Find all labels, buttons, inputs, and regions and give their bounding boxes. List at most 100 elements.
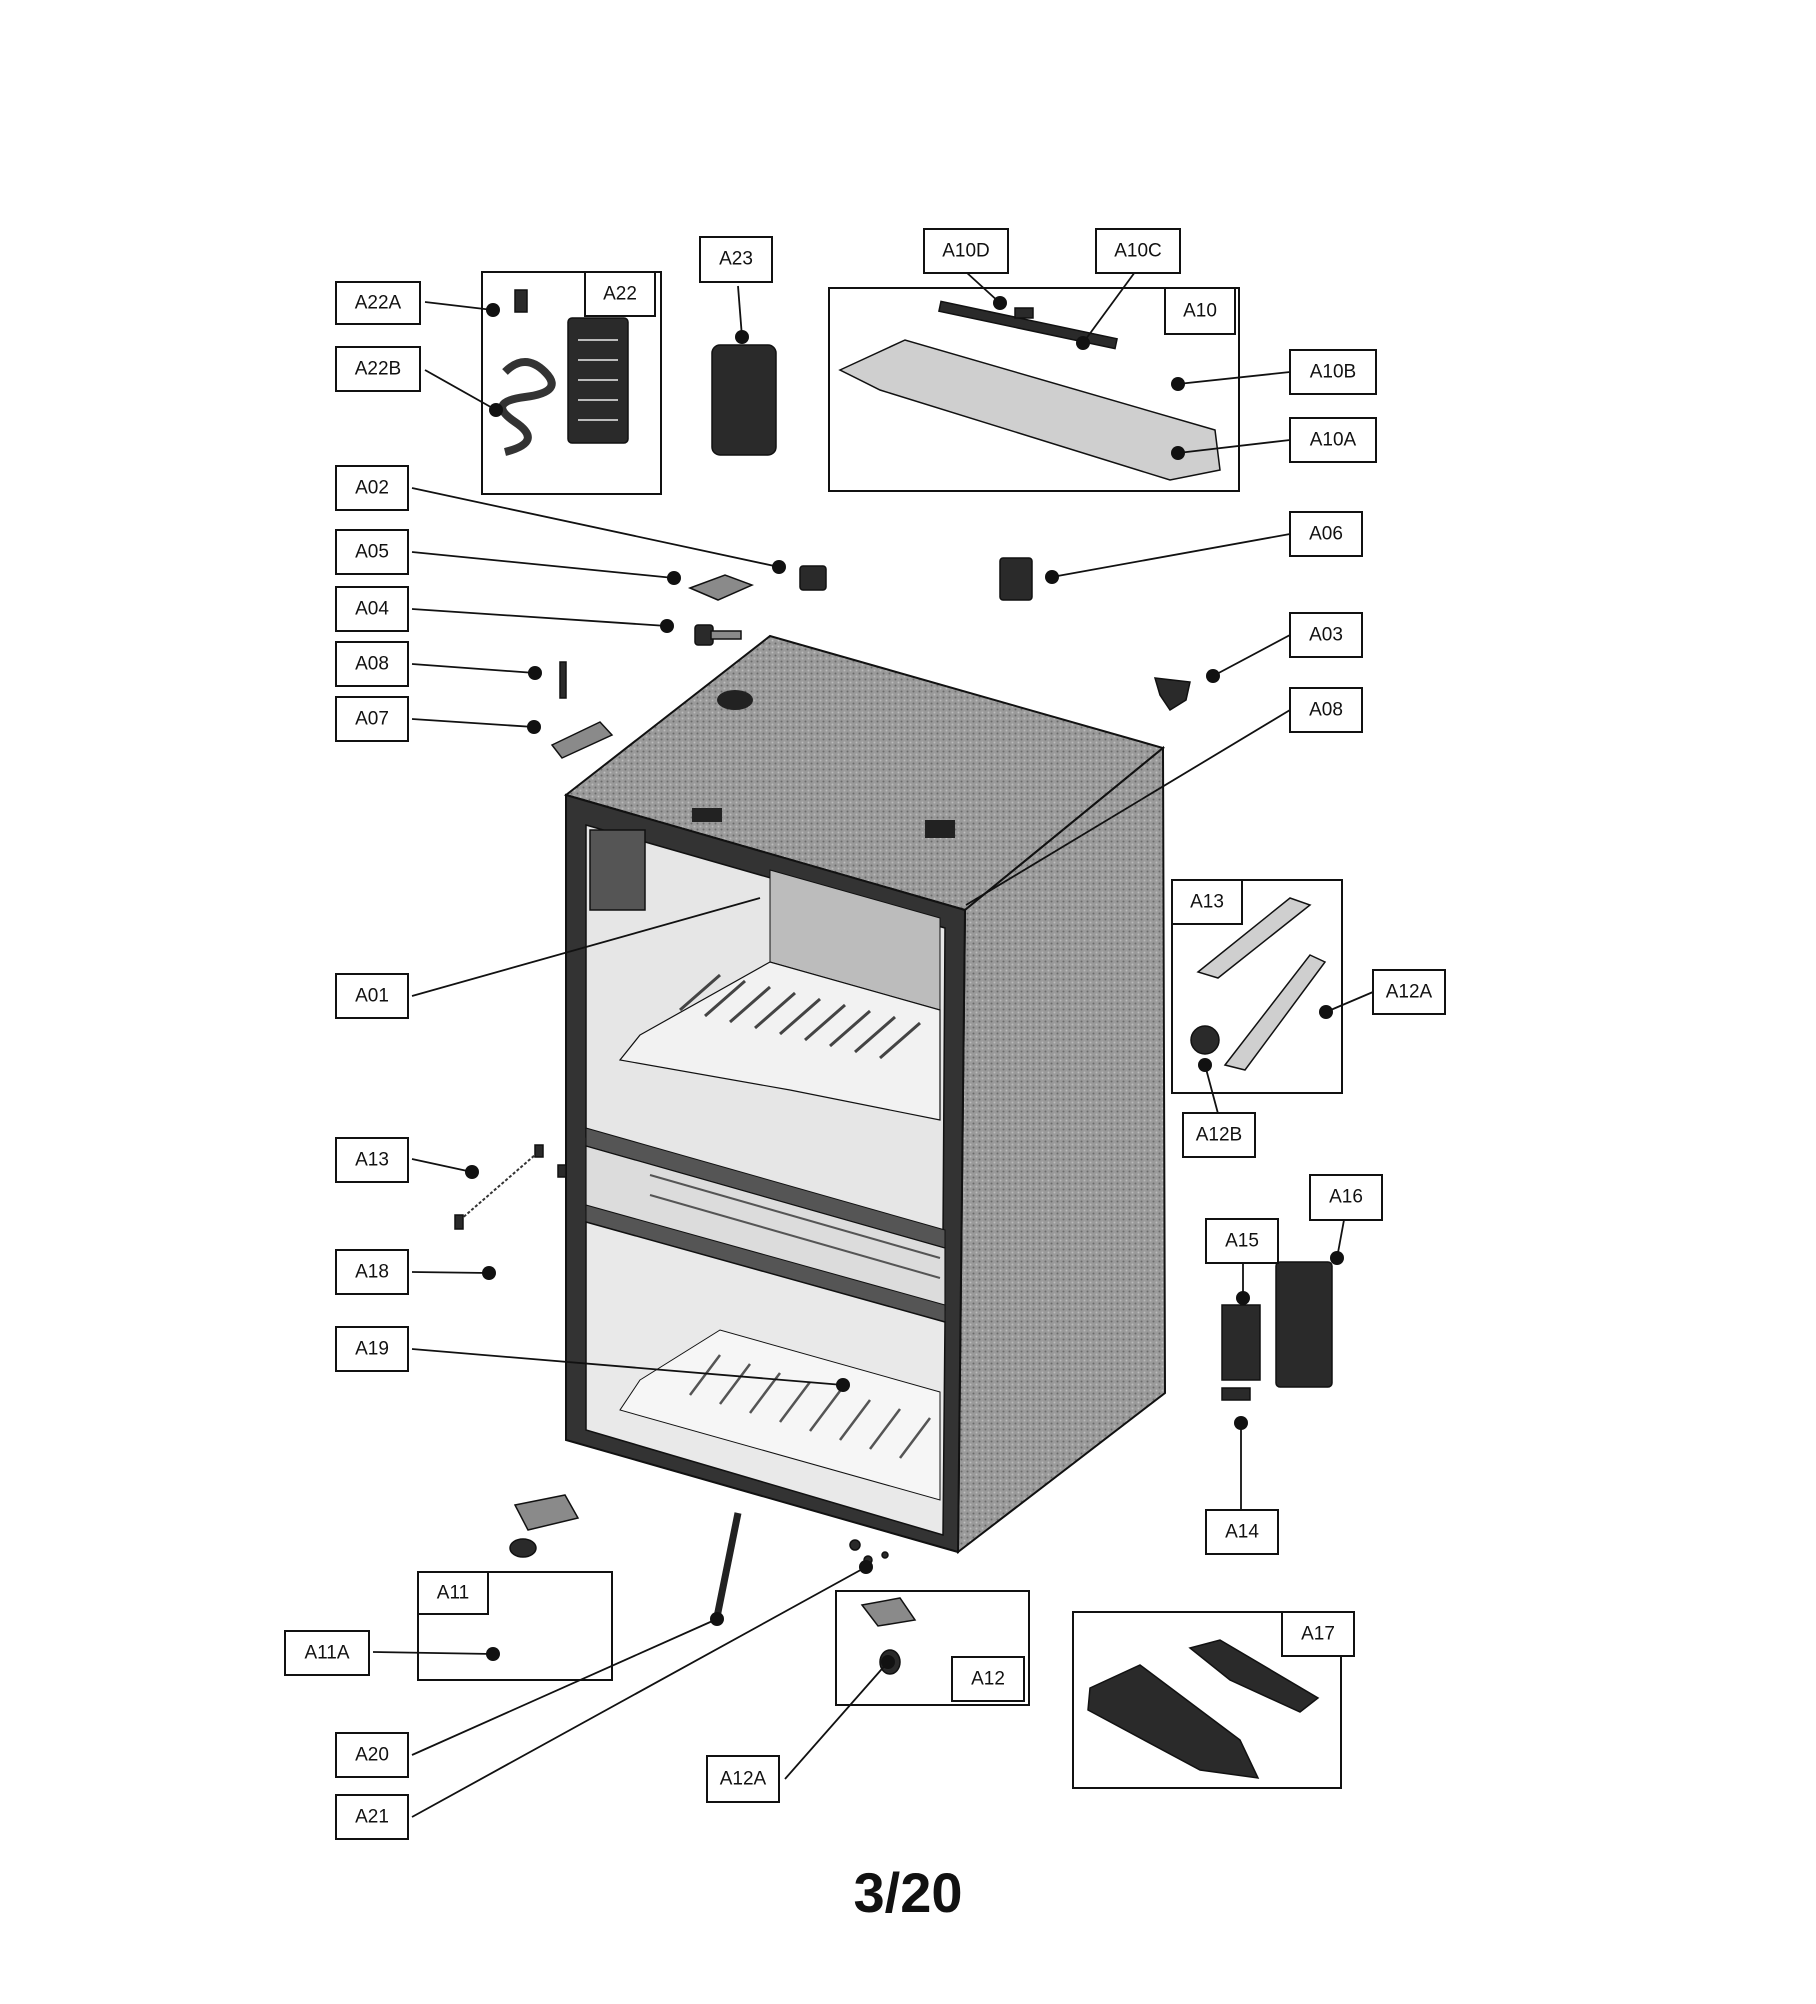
label-a18-text: A18: [355, 1262, 389, 1283]
page-number: 3/20: [853, 1861, 963, 1924]
part-a06-cover: [999, 557, 1033, 601]
label-a20-text: A20: [355, 1745, 389, 1766]
label-a04-text: A04: [355, 599, 389, 620]
label-a02-text: A02: [355, 478, 389, 499]
label-a22a-text: A22A: [355, 293, 402, 314]
label-a10a-text: A10A: [1310, 430, 1357, 451]
label-a23-text: A23: [719, 249, 753, 270]
part-a08-left-pin: [559, 661, 567, 699]
label-a08-right-text: A08: [1309, 700, 1343, 721]
label-a13-left-text: A13: [355, 1150, 389, 1171]
part-a20-rod: [713, 1512, 742, 1618]
part-a05-hinge-plate: [687, 574, 754, 601]
label-a14-text: A14: [1225, 1522, 1259, 1543]
label-a23: A23: [699, 236, 773, 283]
part-a02-hinge: [799, 565, 827, 591]
label-a22b-text: A22B: [355, 359, 401, 380]
label-a22: A22: [584, 271, 656, 317]
label-a14: A14: [1205, 1509, 1279, 1555]
top-left-bracket: [692, 808, 722, 822]
group-frame-a12: [835, 1590, 1030, 1706]
part-a15-panel: [1221, 1304, 1261, 1381]
label-a15: A15: [1205, 1218, 1279, 1264]
label-a22b: A22B: [335, 346, 421, 392]
group-frame-a17: [1072, 1611, 1342, 1789]
group-frame-a13: [1171, 879, 1343, 1094]
label-a06: A06: [1289, 511, 1363, 557]
label-a19: A19: [335, 1326, 409, 1372]
label-a10d: A10D: [923, 228, 1009, 274]
group-frame-a10: [828, 287, 1240, 492]
label-a08-right: A08: [1289, 687, 1363, 733]
label-a10a: A10A: [1289, 417, 1377, 463]
label-a11-text: A11: [437, 1583, 469, 1604]
label-a22-text: A22: [603, 284, 637, 305]
label-a11a: A11A: [284, 1630, 370, 1676]
label-a05: A05: [335, 529, 409, 575]
label-a21-text: A21: [355, 1807, 389, 1828]
label-a12a-right: A12A: [1372, 969, 1446, 1015]
top-hinge-bracket: [925, 820, 955, 838]
label-a16-text: A16: [1329, 1187, 1363, 1208]
label-a12b-text: A12B: [1196, 1125, 1242, 1146]
label-a21: A21: [335, 1794, 409, 1840]
label-a07-text: A07: [355, 709, 389, 730]
label-a17: A17: [1281, 1611, 1355, 1657]
label-a01: A01: [335, 973, 409, 1019]
label-a10c-text: A10C: [1114, 241, 1162, 262]
label-a01-text: A01: [355, 986, 389, 1007]
part-a22-evaporator-assembly: [498, 289, 629, 456]
label-a12: A12: [951, 1656, 1025, 1702]
part-a11-bracket: [509, 1494, 580, 1558]
label-a05-text: A05: [355, 542, 389, 563]
part-a15-small: [1221, 1387, 1251, 1401]
label-a10-text: A10: [1183, 301, 1217, 322]
group-frame-a22: [481, 271, 662, 495]
part-a23-filter-cover: [711, 344, 777, 456]
label-a18: A18: [335, 1249, 409, 1295]
label-a17-text: A17: [1301, 1624, 1335, 1645]
refrigerator-cabinet: [563, 634, 1167, 1555]
top-hinge-hole: [717, 690, 753, 710]
label-a10b-text: A10B: [1310, 362, 1356, 383]
label-a12b: A12B: [1182, 1112, 1256, 1158]
label-a12-text: A12: [971, 1669, 1005, 1690]
fresh-food-shelf: [618, 961, 941, 1121]
part-a04-pin: [694, 624, 742, 646]
label-a13-left: A13: [335, 1137, 409, 1183]
label-a06-text: A06: [1309, 524, 1343, 545]
label-a11: A11: [417, 1571, 489, 1615]
part-a16-panel: [1275, 1261, 1333, 1388]
label-a15-text: A15: [1225, 1231, 1259, 1252]
part-a10-top-cover: [838, 300, 1221, 481]
label-a22a: A22A: [335, 281, 421, 325]
part-a07-bracket: [550, 721, 614, 759]
label-a10: A10: [1164, 287, 1236, 335]
label-a20: A20: [335, 1732, 409, 1778]
label-a10c: A10C: [1095, 228, 1181, 274]
part-a03-hinge: [1153, 677, 1191, 712]
shelf-ribs: [679, 973, 921, 1060]
middle-drawer-ribs: [649, 1174, 941, 1279]
label-a12a-right-text: A12A: [1386, 982, 1433, 1003]
label-a08-left: A08: [335, 641, 409, 687]
part-a21-small-part: [849, 1539, 889, 1565]
part-a13-rail-group: [1190, 897, 1327, 1071]
label-a03: A03: [1289, 612, 1363, 658]
label-a10b: A10B: [1289, 349, 1377, 395]
label-a04: A04: [335, 586, 409, 632]
control-box: [589, 829, 646, 911]
label-a08-left-text: A08: [355, 654, 389, 675]
part-a17-drawer-bins: [1087, 1639, 1320, 1779]
part-a13-left-spring: [454, 1144, 567, 1230]
label-a11a-text: A11A: [304, 1643, 349, 1664]
label-a03-text: A03: [1309, 625, 1343, 646]
label-a10d-text: A10D: [942, 241, 990, 262]
label-a13-group: A13: [1171, 879, 1243, 925]
label-a16: A16: [1309, 1174, 1383, 1221]
label-a02: A02: [335, 465, 409, 511]
label-a19-text: A19: [355, 1339, 389, 1360]
label-a12a-bottom: A12A: [706, 1755, 780, 1803]
group-frame-a11: [417, 1571, 613, 1681]
